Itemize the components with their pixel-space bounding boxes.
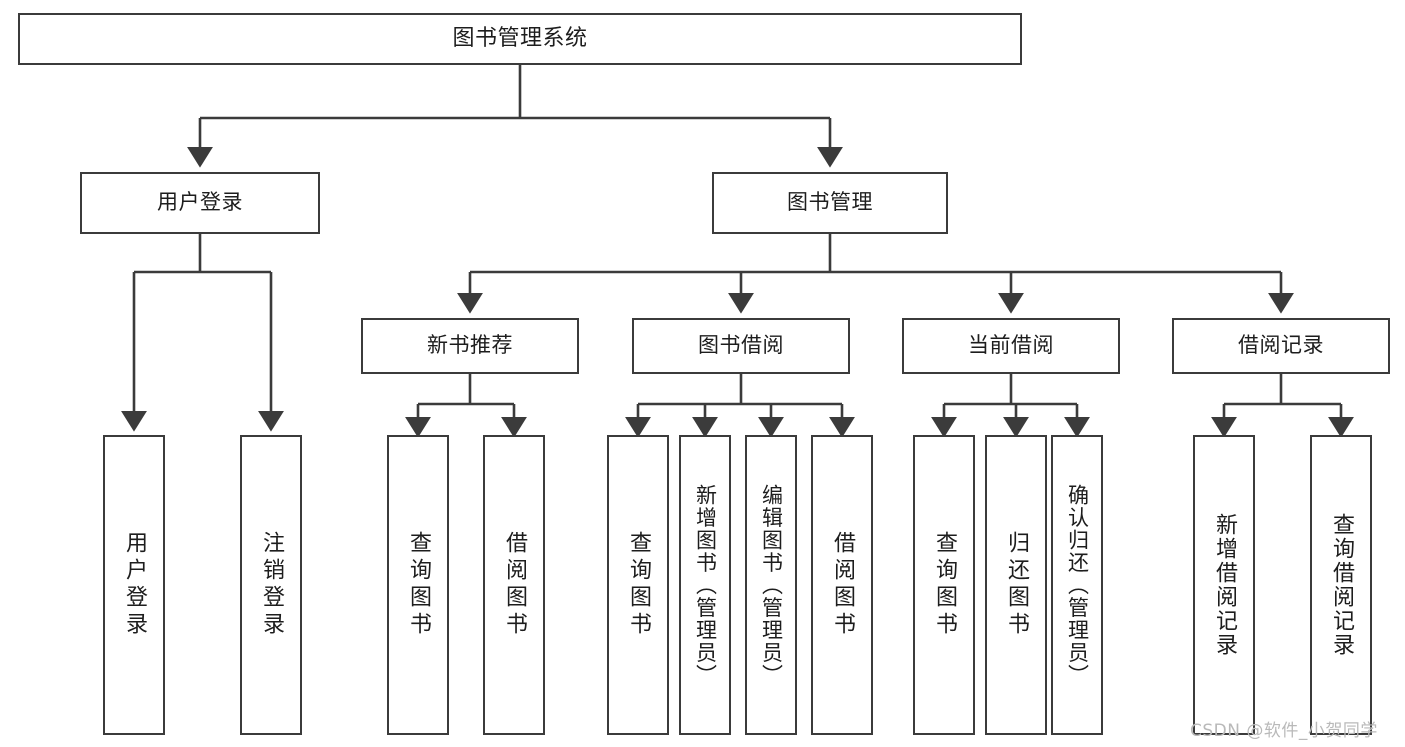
node-leaf-confirm-return-label: 确认归还（管理员）	[1065, 483, 1090, 687]
node-leaf-edit-book-label: 编辑图书（管理员）	[759, 483, 784, 687]
node-root-system-label: 图书管理系统	[452, 25, 588, 51]
node-leaf-query-book-recommend[interactable]: 查询图书	[387, 435, 449, 735]
node-user-login[interactable]: 用户登录	[80, 172, 320, 234]
node-leaf-query-book-borrow[interactable]: 查询图书	[607, 435, 669, 735]
node-borrow-record-label: 借阅记录	[1238, 333, 1324, 358]
node-leaf-query-book-recommend-label: 查询图书	[406, 531, 431, 639]
node-leaf-user-logout[interactable]: 注销登录	[240, 435, 302, 735]
node-new-book-recommend[interactable]: 新书推荐	[361, 318, 579, 374]
node-leaf-query-book-current-label: 查询图书	[932, 531, 957, 639]
node-leaf-user-login-label: 用户登录	[122, 531, 147, 639]
node-leaf-confirm-return[interactable]: 确认归还（管理员）	[1051, 435, 1103, 735]
node-leaf-add-borrow-record-label: 新增借阅记录	[1212, 513, 1237, 657]
node-leaf-return-book[interactable]: 归还图书	[985, 435, 1047, 735]
node-user-login-label: 用户登录	[157, 190, 243, 215]
node-root-system[interactable]: 图书管理系统	[18, 13, 1022, 65]
node-leaf-add-book-label: 新增图书（管理员）	[693, 483, 718, 687]
node-book-borrow[interactable]: 图书借阅	[632, 318, 850, 374]
node-leaf-query-borrow-record-label: 查询借阅记录	[1329, 513, 1354, 657]
node-leaf-borrow-book-recommend-label: 借阅图书	[502, 531, 527, 639]
node-new-book-recommend-label: 新书推荐	[427, 333, 513, 358]
node-current-borrow-label: 当前借阅	[968, 333, 1054, 358]
node-leaf-borrow-book-borrow[interactable]: 借阅图书	[811, 435, 873, 735]
node-leaf-query-borrow-record[interactable]: 查询借阅记录	[1310, 435, 1372, 735]
node-leaf-add-borrow-record[interactable]: 新增借阅记录	[1193, 435, 1255, 735]
node-leaf-add-book[interactable]: 新增图书（管理员）	[679, 435, 731, 735]
node-current-borrow[interactable]: 当前借阅	[902, 318, 1120, 374]
node-leaf-return-book-label: 归还图书	[1004, 531, 1029, 639]
node-leaf-user-logout-label: 注销登录	[259, 531, 284, 639]
node-leaf-query-book-current[interactable]: 查询图书	[913, 435, 975, 735]
node-borrow-record[interactable]: 借阅记录	[1172, 318, 1390, 374]
node-book-manage-label: 图书管理	[787, 190, 873, 215]
node-book-borrow-label: 图书借阅	[698, 333, 784, 358]
node-leaf-borrow-book-recommend[interactable]: 借阅图书	[483, 435, 545, 735]
node-leaf-query-book-borrow-label: 查询图书	[626, 531, 651, 639]
node-leaf-borrow-book-borrow-label: 借阅图书	[830, 531, 855, 639]
node-book-manage[interactable]: 图书管理	[712, 172, 948, 234]
node-leaf-edit-book[interactable]: 编辑图书（管理员）	[745, 435, 797, 735]
node-leaf-user-login[interactable]: 用户登录	[103, 435, 165, 735]
